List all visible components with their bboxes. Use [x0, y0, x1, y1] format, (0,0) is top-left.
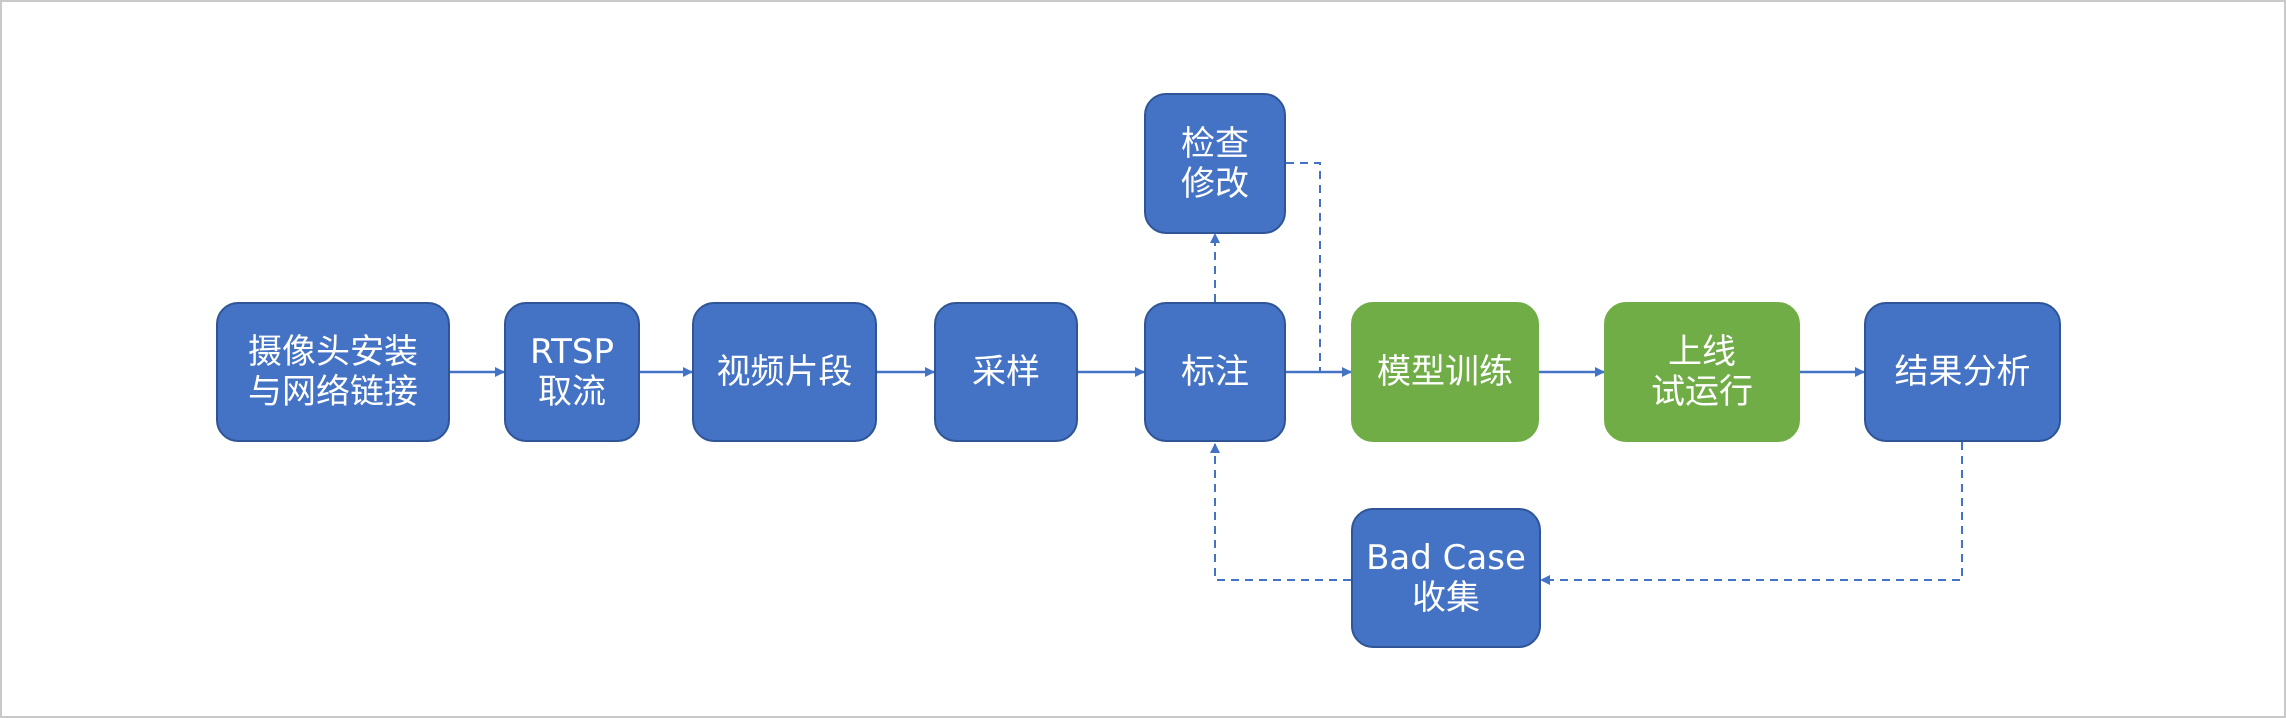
- edge-check-to-train: [1286, 162, 1321, 372]
- node-online-trial: 上线 试运行: [1604, 302, 1800, 442]
- node-rtsp-stream: RTSP 取流: [504, 302, 640, 442]
- node-camera-install: 摄像头安装 与网络链接: [216, 302, 450, 442]
- node-video-clip: 视频片段: [692, 302, 877, 442]
- edge-analysis-to-badcase: [1540, 442, 1963, 585]
- node-model-training: 模型训练: [1351, 302, 1539, 442]
- node-sampling: 采样: [934, 302, 1078, 442]
- node-result-analysis: 结果分析: [1864, 302, 2061, 442]
- node-badcase-collect: Bad Case 收集: [1351, 508, 1541, 648]
- edge-badcase-to-annotate: [1210, 443, 1351, 581]
- node-check-modify: 检查 修改: [1144, 93, 1286, 234]
- node-annotation: 标注: [1144, 302, 1286, 442]
